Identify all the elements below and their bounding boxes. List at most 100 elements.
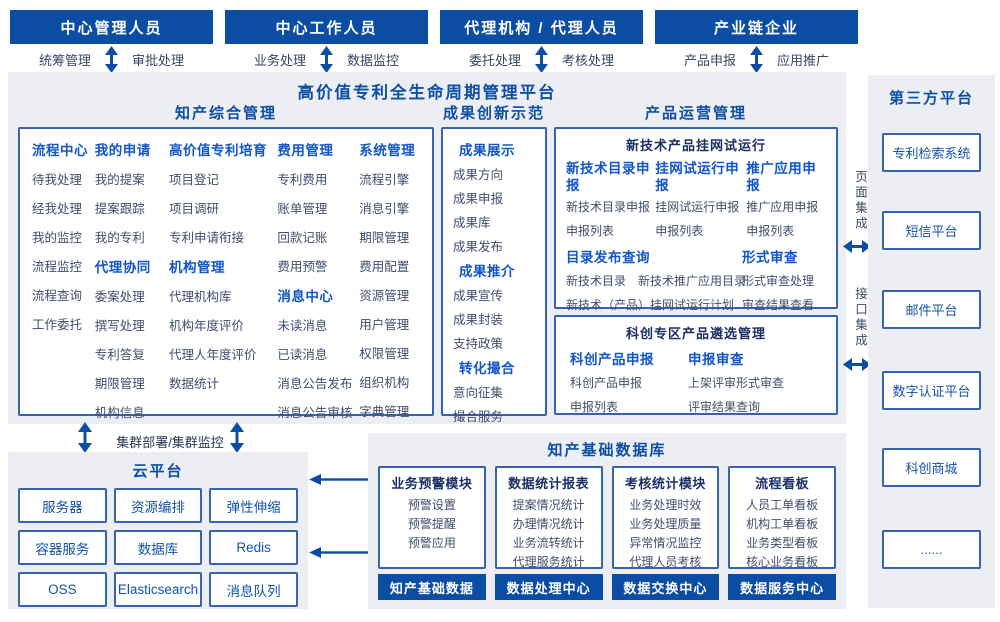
cloud-service-box: 消息队列	[209, 572, 298, 607]
ip-col-fee-management: 费用管理 专利费用账单管理回款记账费用预警 消息中心 未读消息已读消息消息公告发…	[277, 139, 359, 420]
menu-item: 上架评审形式审查	[688, 376, 785, 390]
online-trial-box: 新技术产品挂网试运行 新技术目录申报 新技术目录申报申报列表 挂网试运行申报 挂…	[554, 127, 838, 312]
menu-item: 回款记账	[277, 231, 328, 245]
group-header: 转化撮合	[459, 361, 515, 376]
module-item: 预警提醒	[407, 517, 456, 531]
role-left-label: 产品申报	[683, 52, 736, 68]
menu-item: 期限管理	[359, 231, 410, 245]
subbox-title: 科创专区产品遴选管理	[625, 326, 766, 341]
menu-item: 权限管理	[359, 347, 410, 361]
data-center-button: 数据处理中心	[494, 574, 603, 600]
cloud-service-box: 服务器	[18, 488, 107, 523]
menu-item: 组织机构	[359, 376, 410, 390]
menu-item: 推广应用申报	[746, 200, 819, 214]
data-center-button: 数据服务中心	[728, 574, 836, 600]
double-vertical-arrow-icon	[230, 422, 244, 453]
section-title: 成果创新示范	[442, 105, 545, 122]
sci-product-declare-col: 科创产品申报 科创产品申报申报列表	[570, 348, 688, 422]
formal-review-group: 形式审查 形式审查处理审查结果查看	[742, 246, 814, 320]
menu-item: 新技术推广应用目录	[638, 274, 747, 288]
group-header: 成果展示	[459, 143, 515, 158]
third-party-box-sms: 短信平台	[882, 211, 981, 250]
cloud-service-box: 容器服务	[18, 530, 107, 565]
menu-item: 新技术（产品）挂网试运行计划	[566, 298, 735, 312]
role-center-staff: 中心工作人员 业务处理 数据监控	[225, 10, 428, 74]
menu-item: 专利申请衔接	[168, 231, 244, 245]
role-title: 代理机构 / 代理人员	[440, 10, 643, 44]
third-party-panel: 第三方平台 专利检索系统 短信平台 邮件平台 数字认证平台 科创商城 .....…	[868, 75, 995, 608]
menu-item: 代理人年度评价	[168, 348, 257, 362]
menu-item: 申报列表	[570, 400, 619, 414]
menu-item: 提案跟踪	[94, 202, 145, 216]
new-tech-catalog-col: 新技术目录申报 新技术目录申报申报列表	[566, 160, 655, 246]
menu-item: 委案处理	[94, 290, 145, 304]
menu-item: 申报列表	[655, 224, 704, 238]
group-header: 系统管理	[359, 143, 416, 158]
module-item: 机构工单看板	[746, 517, 819, 531]
role-title: 中心管理人员	[10, 10, 213, 44]
group-header: 新技术目录申报	[566, 161, 650, 193]
sci-innovation-box: 科创专区产品遴选管理 科创产品申报 科创产品申报申报列表 申报审查 上架评审形式…	[554, 315, 838, 415]
module-item: 代理人员考核	[629, 555, 702, 569]
role-right-label: 应用推广	[777, 52, 830, 68]
menu-item: 用户管理	[359, 318, 410, 332]
cloud-service-box: Elasticsearch	[113, 572, 203, 607]
group-header: 流程中心	[32, 143, 88, 158]
top-roles-row: 中心管理人员 统筹管理 审批处理 中心工作人员 业务处理 数据监控 代理机构 /…	[10, 10, 859, 74]
menu-item: 机构信息	[94, 406, 145, 420]
group-header: 推广应用申报	[746, 161, 817, 193]
menu-item: 挂网试运行申报	[655, 200, 740, 214]
cloud-service-box: OSS	[18, 572, 107, 607]
menu-item: 消息公告发布	[277, 377, 353, 391]
module-item: 业务处理时效	[629, 498, 702, 512]
menu-item: 项目登记	[168, 173, 219, 187]
group-header: 形式审查	[742, 250, 798, 265]
platform-panel: 高价值专利全生命周期管理平台 知产综合管理 流程中心 待我处理经我处理我的监控流…	[8, 72, 846, 448]
role-right-label: 考核处理	[562, 52, 615, 68]
group-header: 费用管理	[277, 143, 334, 158]
menu-item: 消息公告审核	[277, 406, 353, 420]
menu-item: 期限管理	[94, 377, 145, 391]
menu-item: 数据统计	[168, 377, 219, 391]
ip-col-process-center: 流程中心 待我处理经我处理我的监控流程监控流程查询工作委托	[32, 139, 95, 414]
menu-item: 待我处理	[32, 173, 83, 187]
menu-item: 我的提案	[94, 173, 145, 187]
module-item: 办理情况统计	[512, 517, 585, 531]
cloud-service-box: 资源编排	[113, 488, 203, 523]
menu-item: 费用配置	[359, 260, 410, 274]
menu-item: 代理机构库	[168, 290, 232, 304]
double-vertical-arrow-icon	[320, 45, 333, 73]
group-header: 科创产品申报	[570, 352, 654, 367]
menu-item: 形式审查处理	[742, 274, 815, 288]
menu-item: 成果宣传	[453, 289, 504, 303]
cloud-service-box: 弹性伸缩	[209, 488, 298, 523]
ip-management-section: 知产综合管理 流程中心 待我处理经我处理我的监控流程监控流程查询工作委托 我的申…	[18, 102, 434, 420]
platform-title: 高价值专利全生命周期管理平台	[297, 84, 557, 102]
menu-item: 支持政策	[453, 337, 504, 351]
role-title: 中心工作人员	[225, 10, 428, 44]
menu-item: 我的专利	[94, 231, 145, 245]
menu-item: 已读消息	[277, 348, 328, 362]
third-party-box-patent-search: 专利检索系统	[882, 133, 981, 172]
menu-item: 工作委托	[32, 318, 83, 332]
group-header: 申报审查	[688, 352, 744, 367]
role-left-label: 统筹管理	[38, 52, 91, 68]
role-right-label: 数据监控	[347, 52, 400, 68]
module-header: 数据统计报表	[508, 476, 590, 491]
menu-item: 账单管理	[277, 202, 328, 216]
cloud-title: 云平台	[132, 463, 184, 480]
role-title: 产业链企业	[655, 10, 858, 44]
menu-item: 成果申报	[453, 192, 504, 206]
menu-item: 消息引擎	[359, 202, 410, 216]
menu-item: 撰写处理	[94, 319, 145, 333]
menu-item: 审查结果查看	[742, 298, 815, 312]
module-item: 业务类型看板	[746, 536, 819, 550]
menu-item: 新技术目录申报	[566, 200, 651, 214]
achievement-section: 成果创新示范 成果展示 成果方向成果申报成果库成果发布 成果推介 成果宣传成果封…	[441, 102, 547, 448]
data-platform-title: 知产基础数据库	[547, 442, 667, 459]
menu-item: 费用预警	[277, 260, 328, 274]
menu-item: 专利费用	[277, 173, 328, 187]
group-header: 我的申请	[94, 143, 151, 158]
ip-database-panel: 知产基础数据库 业务预警模块 预警设置预警提醒预警应用 数据统计报表 提案情况统…	[368, 433, 846, 609]
